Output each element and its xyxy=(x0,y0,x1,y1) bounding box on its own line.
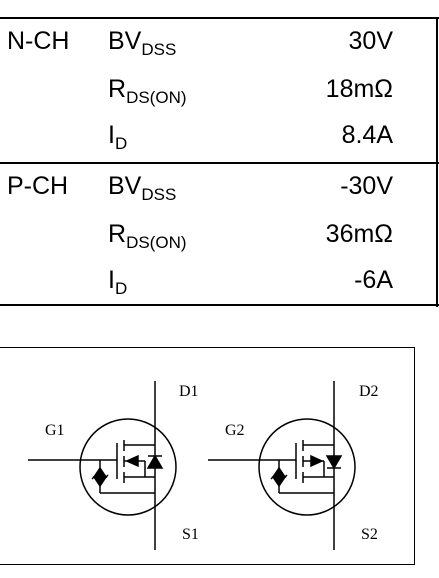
n-rdson-symbol: RDS(ON) xyxy=(108,75,187,107)
mosfet-1-zener-bottom xyxy=(92,476,108,488)
n-bvdss-value: 30V xyxy=(348,27,393,55)
mosfet-schematic: D1 G1 S1 D2 G xyxy=(0,347,415,565)
mosfet-2-zener-bar xyxy=(270,474,288,480)
drain-2-label: D2 xyxy=(359,383,379,400)
n-id-symbol: ID xyxy=(108,121,128,153)
mosfet-2-symbol xyxy=(208,381,356,550)
mosfet-2-zener-top xyxy=(271,466,287,478)
p-id-symbol: ID xyxy=(108,266,128,298)
p-bvdss-symbol: BVDSS xyxy=(108,172,177,204)
p-id-value: -6A xyxy=(354,266,393,294)
p-channel-group: P-CH BVDSS -30V RDS(ON) 36mΩ ID -6A xyxy=(0,162,439,307)
n-channel-group: N-CH BVDSS 30V RDS(ON) 18mΩ ID 8.4A xyxy=(0,19,439,162)
gate-2-label: G2 xyxy=(225,422,245,439)
mosfet-1-zener-top xyxy=(92,466,108,478)
n-rdson-value: 18mΩ xyxy=(325,75,393,103)
mosfet-2-channel-arrow xyxy=(310,454,324,468)
gate-1-label: G1 xyxy=(45,422,65,439)
schematic-drawing: D1 G1 S1 D2 G xyxy=(28,381,379,550)
source-1-label: S1 xyxy=(182,526,199,543)
mosfet-1-body-diode xyxy=(146,454,164,469)
mosfet-2-body-diode xyxy=(325,455,343,470)
table-right-border xyxy=(436,19,438,162)
mosfet-1-body-circle xyxy=(79,418,177,516)
mosfet-1-zener-bar xyxy=(91,474,109,480)
drain-1-label: D1 xyxy=(179,383,199,400)
mosfet-1-channel-arrow xyxy=(125,454,139,468)
n-bvdss-symbol: BVDSS xyxy=(108,27,177,59)
p-rdson-symbol: RDS(ON) xyxy=(108,220,187,252)
spec-table: N-CH BVDSS 30V RDS(ON) 18mΩ ID 8.4A P-CH… xyxy=(0,17,439,307)
mosfet-2-body-circle xyxy=(258,418,356,516)
table-right-border xyxy=(436,164,438,307)
p-channel-label: P-CH xyxy=(7,172,69,200)
mosfet-1-symbol xyxy=(28,381,177,550)
n-channel-label: N-CH xyxy=(7,27,70,55)
n-id-value: 8.4A xyxy=(341,121,393,149)
p-bvdss-value: -30V xyxy=(340,172,393,200)
source-2-label: S2 xyxy=(361,526,378,543)
mosfet-2-zener-bottom xyxy=(271,476,287,488)
p-rdson-value: 36mΩ xyxy=(325,220,393,248)
